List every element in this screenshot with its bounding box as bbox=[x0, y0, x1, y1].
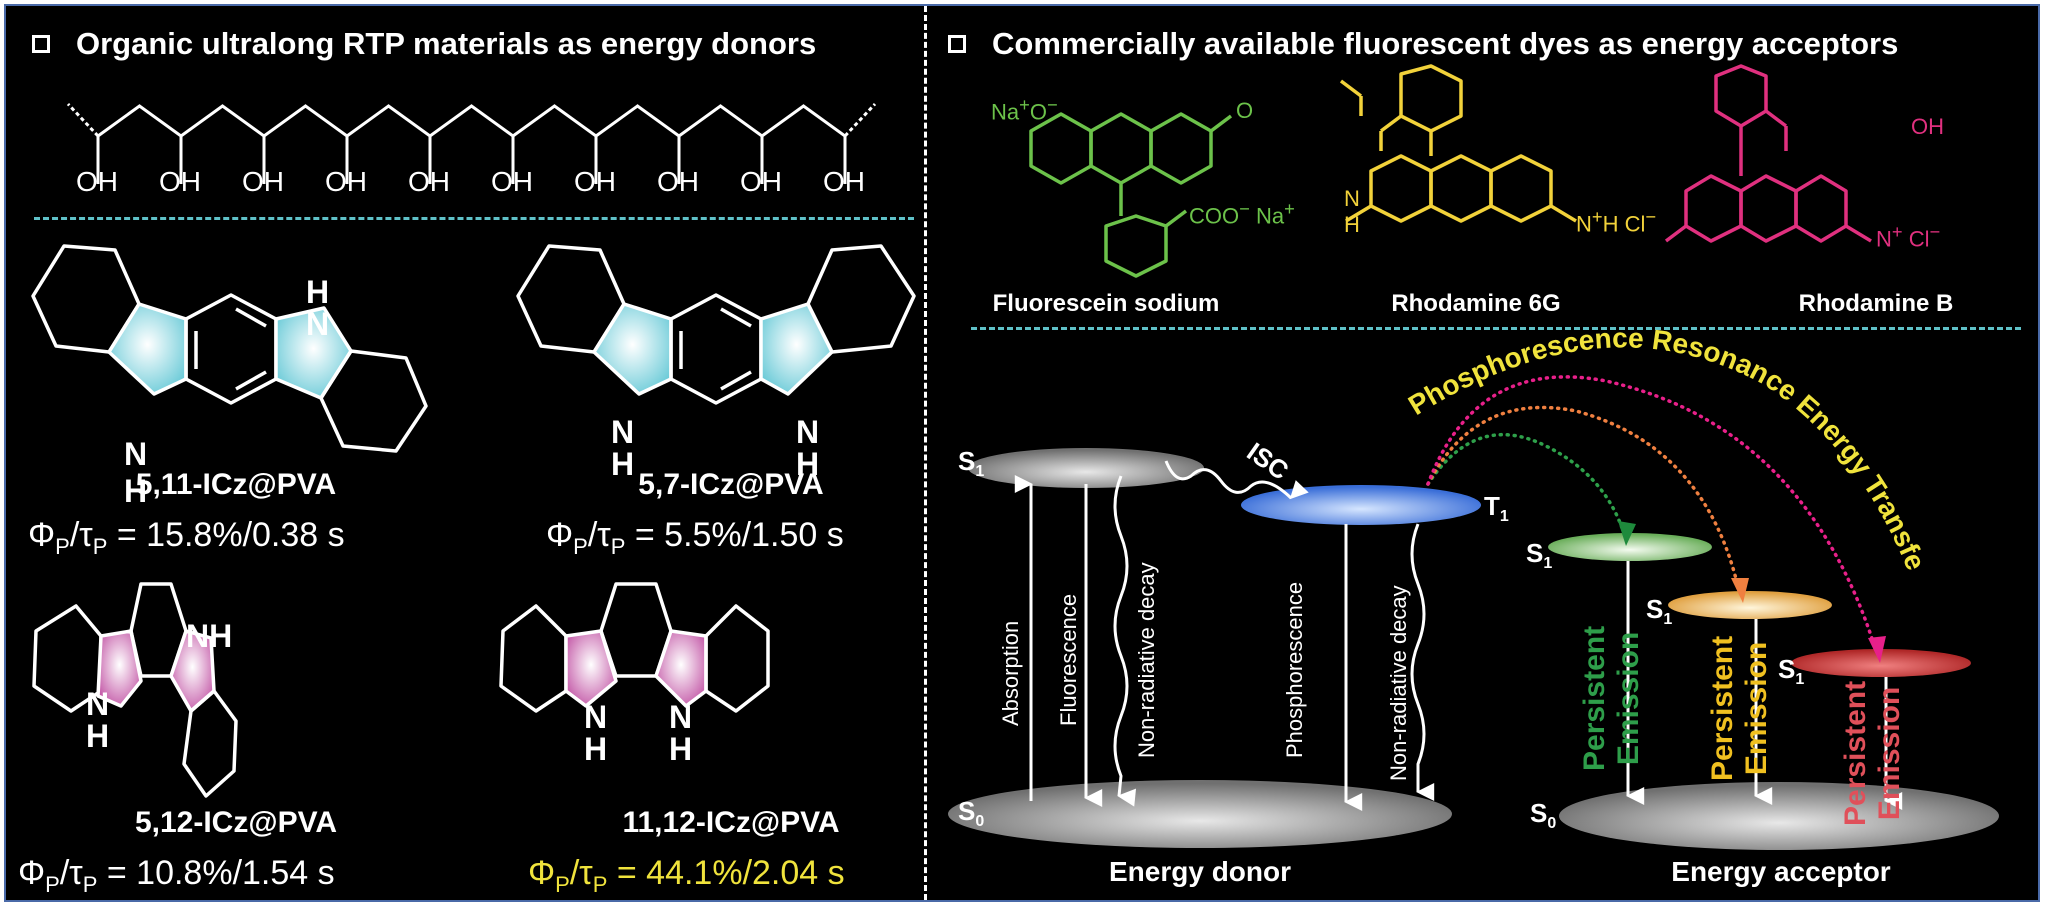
molecule-5-7-icz bbox=[516, 244, 916, 405]
oh-group-label: OH bbox=[657, 166, 699, 197]
molecule-5-11-icz bbox=[31, 244, 428, 453]
arrowhead-pink bbox=[1868, 636, 1886, 663]
oh-group-label: OH bbox=[574, 166, 616, 197]
na-o-label: Na+O− bbox=[991, 94, 1058, 125]
state-label-s1-orange: S1 bbox=[1646, 594, 1673, 629]
compound-metrics: ΦP/τP = 15.8%/0.38 s bbox=[28, 516, 345, 559]
coo-na-label: COO− Na+ bbox=[1189, 198, 1295, 229]
compound-metrics-highlight: ΦP/τP = 44.1%/2.04 s bbox=[528, 854, 845, 897]
nonrad-decay-wave bbox=[1113, 475, 1137, 807]
panel-divider bbox=[924, 6, 927, 900]
transfer-arrow-green bbox=[1426, 432, 1626, 536]
process-label: Fluorescence bbox=[1056, 593, 1081, 726]
oh-group-label: OH bbox=[76, 166, 118, 197]
left-title-text: Organic ultralong RTP materials as energ… bbox=[76, 26, 817, 61]
nh-label: NH bbox=[186, 618, 233, 654]
rhodamine-b-structure bbox=[1664, 64, 1872, 243]
pret-title: Phosphorescence Resonance Energy Transfe… bbox=[1, 0, 1932, 574]
oh-group-label: OH bbox=[325, 166, 367, 197]
state-label-s0: S0 bbox=[958, 796, 985, 831]
state-label-s1-red: S1 bbox=[1778, 654, 1805, 689]
compound-name: 5,7-ICz@PVA bbox=[638, 468, 824, 501]
dye-name: Rhodamine B bbox=[1798, 290, 1954, 317]
state-label-s0-acceptor: S0 bbox=[1530, 798, 1557, 833]
oh-group-label: OH bbox=[491, 166, 533, 197]
oh-group-label: OH bbox=[740, 166, 782, 197]
o-label: O bbox=[1236, 98, 1254, 123]
energy-donor-label: Energy donor bbox=[1108, 856, 1291, 887]
divider-left bbox=[34, 217, 914, 220]
state-label-t1: T1 bbox=[1484, 491, 1509, 526]
acceptor-s1-green-level bbox=[1548, 533, 1712, 561]
isc-arrow bbox=[1164, 460, 1309, 500]
acceptor-s1-orange-level bbox=[1668, 591, 1832, 619]
compound-name: 5,11-ICz@PVA bbox=[135, 468, 337, 501]
fluorescein-structure bbox=[1029, 112, 1233, 278]
right-panel-title: Commercially available fluorescent dyes … bbox=[948, 26, 1898, 62]
donor-t1-level bbox=[1241, 485, 1481, 525]
molecule-5-12-icz bbox=[32, 582, 238, 798]
compound-metrics: ΦP/τP = 5.5%/1.50 s bbox=[546, 516, 844, 559]
metric-value: = 10.8%/1.54 s bbox=[106, 854, 335, 892]
checkbox-square-icon bbox=[948, 35, 966, 53]
compound-metrics: ΦP/τP = 10.8%/1.54 s bbox=[18, 854, 335, 897]
rhodamine-6g-structure bbox=[1339, 64, 1577, 223]
arrowhead-orange bbox=[1731, 578, 1749, 603]
process-label: Absorption bbox=[998, 620, 1023, 726]
n-cl-label: N+ Cl− bbox=[1876, 221, 1941, 252]
compound-name: 11,12-ICz@PVA bbox=[622, 806, 840, 839]
oh-group-label: OH bbox=[823, 166, 865, 197]
process-label: Non-radiative decay bbox=[1134, 562, 1159, 758]
oh-label: OH bbox=[1911, 114, 1944, 139]
checkbox-square-icon bbox=[32, 35, 50, 53]
oh-group-label: OH bbox=[408, 166, 450, 197]
process-label: Phosphorescence bbox=[1282, 581, 1307, 758]
process-label: Non-radiative decay bbox=[1386, 585, 1411, 781]
dye-name: Fluorescein sodium bbox=[992, 290, 1220, 317]
nh-cl-label: N+H Cl− bbox=[1576, 206, 1657, 237]
compound-name: 5,12-ICz@PVA bbox=[134, 806, 338, 839]
transfer-arrow-orange bbox=[1426, 405, 1741, 593]
acceptor-s0-level bbox=[1559, 782, 1999, 850]
metric-value: = 44.1%/2.04 s bbox=[616, 854, 845, 892]
right-title-text: Commercially available fluorescent dyes … bbox=[992, 26, 1899, 61]
nonrad-decay-wave-t1 bbox=[1410, 523, 1435, 801]
oh-group-label: OH bbox=[159, 166, 201, 197]
state-label-s1: S1 bbox=[958, 446, 985, 481]
donor-s0-level bbox=[948, 780, 1452, 848]
molecule-11-12-icz bbox=[499, 582, 770, 713]
state-label-s1-green: S1 bbox=[1526, 538, 1553, 573]
pva-chain bbox=[66, 102, 877, 184]
divider-right bbox=[971, 327, 2021, 330]
metric-value: = 5.5%/1.50 s bbox=[634, 516, 844, 554]
acceptor-s1-red-level bbox=[1791, 649, 1971, 677]
metric-value: = 15.8%/0.38 s bbox=[116, 516, 345, 554]
arrowhead-green bbox=[1618, 521, 1636, 546]
oh-group-label: OH bbox=[242, 166, 284, 197]
left-panel-title: Organic ultralong RTP materials as energ… bbox=[32, 26, 816, 62]
dye-name: Rhodamine 6G bbox=[1391, 290, 1561, 317]
jablonski-diagram: Phosphorescence Resonance Energy Transfe… bbox=[1, 0, 1999, 850]
energy-acceptor-label: Energy acceptor bbox=[1671, 856, 1891, 887]
